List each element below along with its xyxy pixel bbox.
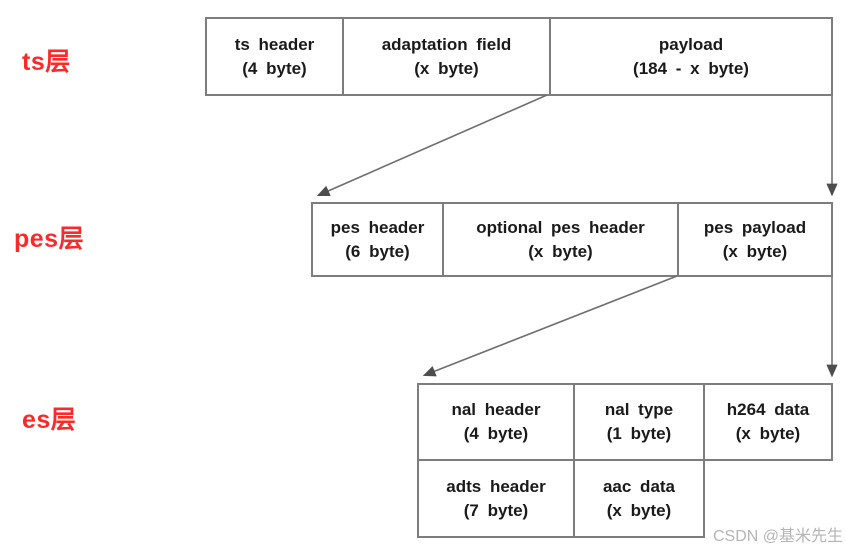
- pes-to-es-diagonal-arrow: [422, 275, 678, 377]
- ts-header-size: (4 byte): [242, 58, 307, 78]
- ts-layer-label: ts层: [22, 48, 71, 76]
- nal-type-title: nal type: [604, 400, 674, 420]
- nal-header-box: nal header (4 byte): [419, 385, 573, 459]
- aac-data-size: (x byte): [606, 500, 672, 520]
- h264-data-size: (x byte): [735, 424, 801, 443]
- pes-header-box: pes header (6 byte): [313, 204, 442, 275]
- pes-payload-title: pes payload: [703, 217, 807, 237]
- pes-layer-label: pes层: [14, 225, 85, 253]
- nal-type-box: nal type (1 byte): [573, 385, 703, 459]
- h264-data-title: h264 data: [726, 400, 810, 420]
- pes-layer-row: pes header (6 byte) optional pes header …: [311, 202, 833, 277]
- pes-header-size: (6 byte): [345, 241, 410, 261]
- aac-data-box: aac data (x byte): [573, 461, 703, 536]
- pes-payload-box: pes payload (x byte): [677, 204, 831, 275]
- adaptation-field-box: adaptation field (x byte): [342, 19, 549, 94]
- pes-header-title: pes header: [330, 217, 425, 237]
- aac-data-title: aac data: [602, 476, 676, 496]
- pes-payload-size: (x byte): [722, 241, 788, 261]
- optional-pes-header-size: (x byte): [528, 241, 593, 261]
- ts-header-box: ts header (4 byte): [207, 19, 342, 94]
- adaptation-field-size: (x byte): [414, 58, 479, 78]
- adts-header-size: (7 byte): [463, 500, 529, 520]
- optional-pes-header-title: optional pes header: [476, 217, 645, 237]
- ts-layer-row: ts header (4 byte) adaptation field (x b…: [205, 17, 833, 96]
- payload-box: payload (184 - x byte): [549, 19, 831, 94]
- es-layer-row-audio: adts header (7 byte) aac data (x byte): [417, 459, 705, 538]
- nal-header-title: nal header: [451, 400, 541, 420]
- nal-header-size: (4 byte): [463, 424, 529, 443]
- adaptation-field-title: adaptation field: [381, 34, 512, 54]
- h264-data-box: h264 data (x byte): [703, 385, 831, 459]
- optional-pes-header-box: optional pes header (x byte): [442, 204, 677, 275]
- adts-header-title: adts header: [446, 476, 546, 496]
- nal-type-size: (1 byte): [606, 424, 672, 443]
- ts-header-title: ts header: [234, 34, 315, 54]
- es-layer-label: es层: [22, 406, 77, 434]
- payload-title: payload: [658, 34, 724, 54]
- payload-size: (184 - x byte): [633, 58, 749, 78]
- watermark: CSDN @基米先生: [712, 528, 843, 545]
- ts-to-pes-diagonal-arrow: [316, 94, 548, 196]
- adts-header-box: adts header (7 byte): [419, 461, 573, 536]
- es-layer-row-video: nal header (4 byte) nal type (1 byte) h2…: [417, 383, 833, 461]
